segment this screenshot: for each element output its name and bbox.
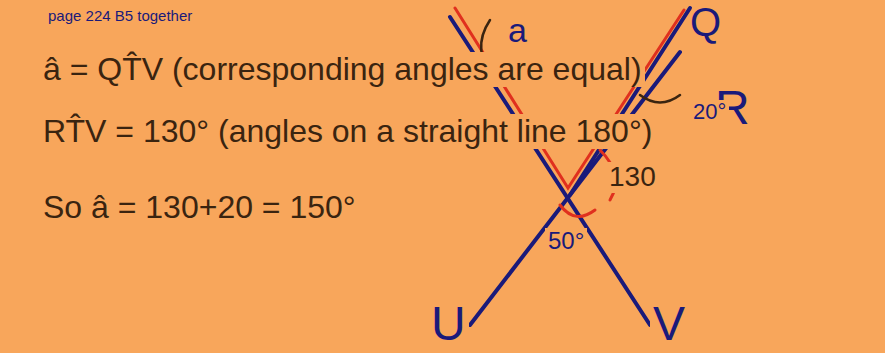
page-reference: page 224 B5 together [48,8,192,25]
highlight-mark [455,8,684,188]
transversal-line-q [570,8,690,195]
angle-label: a [505,12,530,49]
angle-label: 50° [545,228,587,254]
angle-label: 20° [690,100,729,124]
working-line: â = QT̂V (corresponding angles are equal… [40,52,645,87]
point-label: V [650,298,688,351]
angle-arc [560,205,595,216]
working-line: RT̂V = 130° (angles on a straight line 1… [40,114,655,149]
angle-arc [640,95,680,103]
point-label: Q [690,0,721,44]
angle-label: 130 [606,162,659,193]
point-label: U [428,298,469,351]
working-line: So â = 130+20 = 150° [40,190,359,225]
